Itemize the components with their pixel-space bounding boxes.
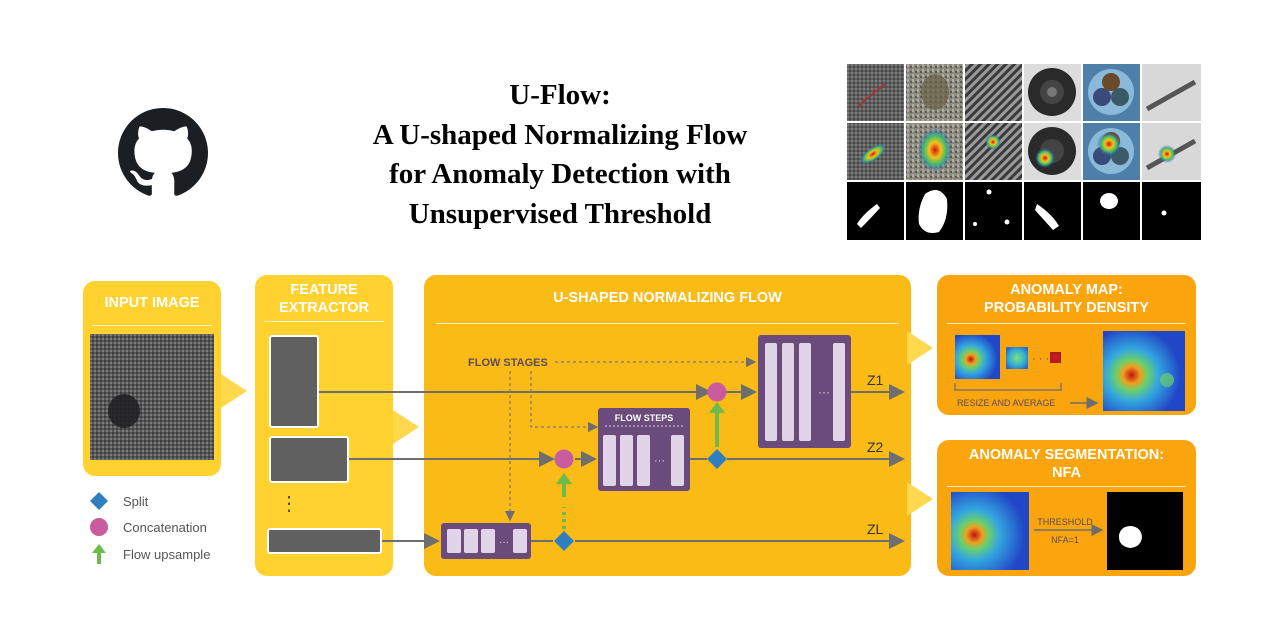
u-flow-title: U-SHAPED NORMALIZING FLOW [553, 290, 782, 306]
feature-extractor-title-2: EXTRACTOR [279, 300, 369, 316]
arrow-flow-to-seg [907, 482, 933, 516]
svg-text:···: ··· [499, 537, 509, 548]
anomaly-map-title-1: ANOMALY MAP: [1010, 282, 1123, 298]
arrow-extractor-to-flow [393, 410, 419, 444]
feature-map-1 [269, 335, 319, 428]
input-image-title: INPUT IMAGE [104, 295, 200, 311]
feature-extractor-panel: FEATURE EXTRACTOR ⋮ [255, 275, 393, 576]
title-line-2: A U-shaped Normalizing Flow [372, 118, 748, 151]
svg-text:···: ··· [818, 385, 830, 399]
input-fabric-image [90, 334, 214, 460]
z1-label: Z1 [867, 372, 884, 388]
nfa-1-label: NFA=1 [1051, 535, 1079, 545]
legend-concatenation: Concatenation [123, 520, 207, 535]
title-line-1: U-Flow: [509, 79, 611, 111]
results-image-grid [847, 64, 1201, 240]
flow-steps-label: FLOW STEPS [615, 413, 674, 423]
resize-average-label: RESIZE AND AVERAGE [957, 398, 1055, 408]
feature-extractor-title-1: FEATURE [290, 282, 358, 298]
paper-title: U-Flow: A U-shaped Normalizing Flow for … [300, 76, 820, 234]
title-line-4: Unsupervised Threshold [408, 197, 712, 230]
circle-icon [90, 518, 108, 536]
feature-map-L [267, 528, 382, 554]
anomaly-segmentation-panel: ANOMALY SEGMENTATION: NFA THRESHOLD NFA=… [937, 440, 1196, 576]
github-icon[interactable] [118, 108, 208, 198]
arrow-input-to-extractor [221, 374, 247, 408]
anomaly-map-graphics: · · · RESIZE AND AVERAGE [954, 331, 1185, 411]
zL-label: ZL [867, 521, 884, 537]
input-image-panel: INPUT IMAGE [83, 281, 221, 476]
feature-map-2 [269, 436, 349, 483]
arrow-flow-to-map [907, 331, 933, 365]
map-ellipsis: · · · [1032, 353, 1049, 365]
z2-label: Z2 [867, 439, 884, 455]
segmentation-title-1: ANOMALY SEGMENTATION: [968, 447, 1165, 463]
legend-split: Split [123, 494, 149, 509]
title-line-3: for Anomaly Detection with [389, 158, 731, 190]
flow-diagram: ··· FLOW STEPS ··· ··· FLOW STAGES Z1 Z2… [319, 335, 905, 559]
up-arrow-icon [92, 544, 106, 564]
diamond-icon [90, 492, 108, 510]
svg-text:···: ··· [654, 455, 665, 467]
legend-flow-upsample: Flow upsample [123, 547, 211, 562]
anomaly-map-title-2: PROBABILITY DENSITY [984, 300, 1149, 316]
threshold-label: THRESHOLD [1037, 517, 1093, 527]
segmentation-graphics: THRESHOLD NFA=1 [951, 492, 1183, 570]
segmentation-title-2: NFA [1052, 465, 1081, 481]
feature-dots: ⋮ [279, 493, 299, 515]
anomaly-map-panel: ANOMALY MAP: PROBABILITY DENSITY · · · R… [937, 275, 1196, 415]
flow-stages-label: FLOW STAGES [468, 357, 548, 369]
